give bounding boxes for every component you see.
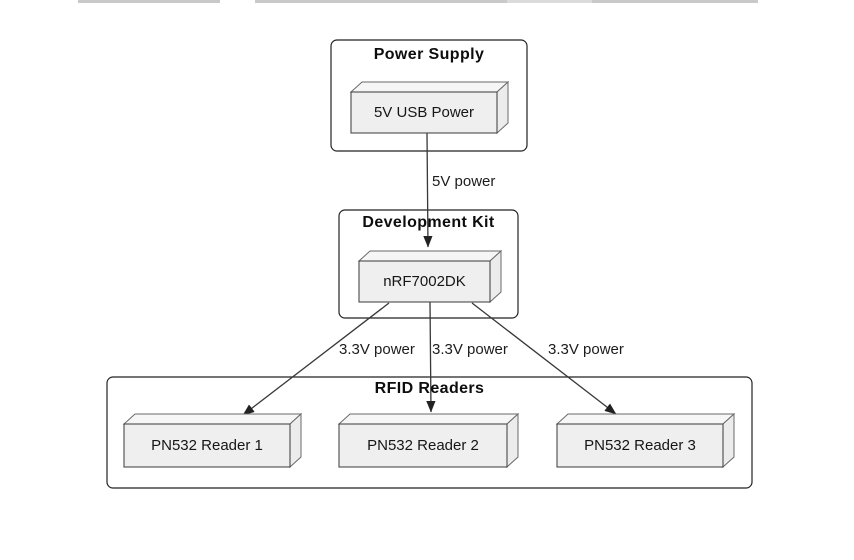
top-edge-fragment (255, 0, 507, 3)
cluster-frame-development-kit (338, 209, 519, 319)
edge-label-33v-power-2: 3.3V power (432, 341, 508, 358)
cluster-frame-rfid-readers (106, 376, 753, 489)
edge-label-33v-power-1: 3.3V power (339, 341, 415, 358)
node-label-nrf7002dk: nRF7002DK (383, 273, 466, 290)
node-label-5v-usb-power: 5V USB Power (373, 104, 475, 121)
node-label-pn532-reader-1: PN532 Reader 1 (151, 437, 263, 454)
edge-label-33v-power-3: 3.3V power (548, 341, 624, 358)
cluster-title-rfid-readers: RFID Readers (374, 380, 485, 397)
node-box-pn532-reader-1 (122, 412, 303, 469)
node-label-pn532-reader-3: PN532 Reader 3 (584, 437, 696, 454)
edge-label-5v-power: 5V power (432, 173, 496, 190)
edge-arrow-nrf-to-reader1 (242, 302, 390, 416)
node-box-pn532-reader-2 (337, 412, 520, 469)
top-edge-fragment (507, 0, 592, 3)
node-box-5v-usb-power (349, 80, 510, 135)
cluster-title-power-supply: Power Supply (373, 46, 485, 63)
edge-arrow-nrf-to-reader3 (471, 302, 617, 415)
cluster-frame-power-supply (330, 39, 528, 152)
edge-arrow-usb-to-nrf (423, 132, 433, 248)
cluster-title-development-kit: Development Kit (362, 214, 495, 231)
edge-arrow-nrf-to-reader2 (426, 301, 436, 413)
top-edge-fragment (592, 0, 758, 3)
node-label-pn532-reader-2: PN532 Reader 2 (367, 437, 479, 454)
top-edge-fragment (78, 0, 220, 3)
node-box-nrf7002dk (357, 249, 503, 304)
node-box-pn532-reader-3 (555, 412, 736, 469)
